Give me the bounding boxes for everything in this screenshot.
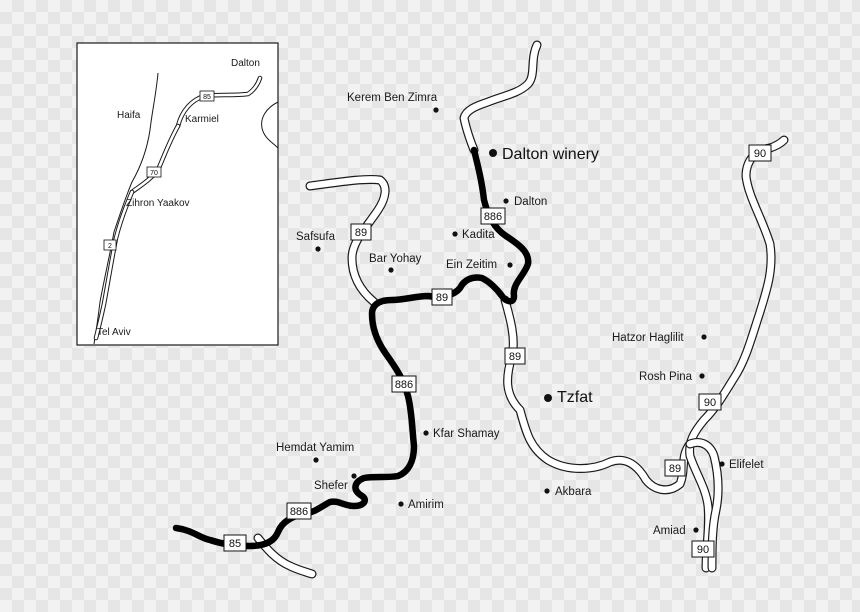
inset-shield-2: 2: [103, 239, 117, 251]
town-dot-bar-yohay: [388, 267, 394, 273]
town-label-akbara: Akbara: [555, 486, 592, 498]
town-label-dalton-winery: Dalton winery: [502, 146, 599, 163]
inset-coastline: [93, 72, 159, 345]
road-89-south: [500, 295, 695, 495]
svg-text:89: 89: [509, 351, 521, 363]
town-label-amiad: Amiad: [653, 525, 686, 537]
town-dot-safsufa: [315, 246, 321, 252]
shield-90-bottom: 90: [691, 540, 715, 558]
svg-text:90: 90: [697, 544, 709, 556]
svg-text:70: 70: [150, 170, 158, 177]
town-label-kfar-shamay: Kfar Shamay: [433, 428, 500, 440]
town-dot-hatzor-haglilit: [701, 334, 707, 340]
inset-lake-shore: [261, 101, 279, 149]
svg-text:90: 90: [754, 148, 766, 160]
inset-frame: [76, 42, 279, 346]
town-dot-amiad: [693, 527, 699, 533]
town-dot-akbara: [544, 488, 550, 494]
inset-label-karmiel: Karmiel: [185, 114, 219, 125]
shield-89-right: 89: [504, 347, 526, 365]
svg-text:2: 2: [108, 243, 112, 250]
svg-text:90: 90: [704, 397, 716, 409]
inset-shield-85: 85: [199, 90, 215, 102]
shield-90-top: 90: [748, 144, 772, 162]
town-dot-kfar-shamay: [423, 430, 429, 436]
svg-text:886: 886: [290, 506, 308, 518]
svg-text:85: 85: [229, 538, 241, 550]
town-label-shefer: Shefer: [314, 480, 348, 492]
town-label-amirim: Amirim: [408, 499, 444, 511]
town-dot-kadita: [452, 231, 458, 237]
town-label-hemdat-yamim: Hemdat Yamim: [276, 442, 354, 454]
town-label-kerem-ben-zimra: Kerem Ben Zimra: [347, 92, 438, 104]
svg-text:886: 886: [484, 211, 502, 223]
svg-text:89: 89: [355, 227, 367, 239]
main-roads: [253, 40, 789, 579]
svg-text:89: 89: [436, 292, 448, 304]
svg-text:89: 89: [669, 463, 681, 475]
inset-map: 85 70 2 Dalton Haifa Karmiel Zihron Yaak…: [76, 42, 279, 346]
town-dot-tzfat: [544, 394, 552, 402]
svg-text:886: 886: [395, 379, 413, 391]
shield-90-mid: 90: [698, 393, 722, 411]
shield-886-mid: 886: [391, 375, 417, 393]
inset-shield-70: 70: [146, 166, 162, 178]
shield-89-left: 89: [350, 223, 372, 241]
shield-89-mid: 89: [431, 288, 453, 306]
town-dot-shefer: [351, 473, 357, 479]
town-dot-kerem-ben-zimra: [433, 107, 439, 113]
svg-text:85: 85: [203, 94, 211, 101]
road-shields: 886 89 89 89 886 886 85 90: [223, 144, 772, 558]
town-dot-elifelet: [719, 461, 725, 467]
town-dot-ein-zeitim: [507, 262, 513, 268]
inset-label-zihron-yaakov: Zihron Yaakov: [126, 198, 190, 209]
town-dot-dalton: [503, 198, 509, 204]
shield-886-bottom: 886: [286, 502, 312, 520]
town-label-bar-yohay: Bar Yohay: [369, 253, 422, 265]
shield-89-east: 89: [664, 459, 686, 477]
town-label-elifelet: Elifelet: [729, 459, 764, 471]
town-label-rosh-pina: Rosh Pina: [639, 371, 693, 383]
town-dot-dalton-winery: [489, 149, 497, 157]
town-markers: Kerem Ben Zimra Dalton winery Dalton Kad…: [276, 92, 764, 537]
town-dot-rosh-pina: [699, 373, 705, 379]
town-label-hatzor-haglilit: Hatzor Haglilit: [612, 332, 684, 344]
town-label-dalton: Dalton: [514, 196, 547, 208]
town-label-ein-zeitim: Ein Zeitim: [446, 259, 497, 271]
shield-85: 85: [223, 534, 247, 552]
town-label-tzfat: Tzfat: [557, 389, 593, 406]
town-label-kadita: Kadita: [462, 229, 495, 241]
shield-886-top: 886: [480, 207, 506, 225]
town-dot-amirim: [398, 501, 404, 507]
inset-label-haifa: Haifa: [117, 110, 141, 121]
inset-label-tel-aviv: Tel Aviv: [97, 327, 131, 338]
inset-label-dalton: Dalton: [231, 58, 260, 69]
town-label-safsufa: Safsufa: [296, 231, 336, 243]
town-dot-hemdat-yamim: [313, 457, 319, 463]
